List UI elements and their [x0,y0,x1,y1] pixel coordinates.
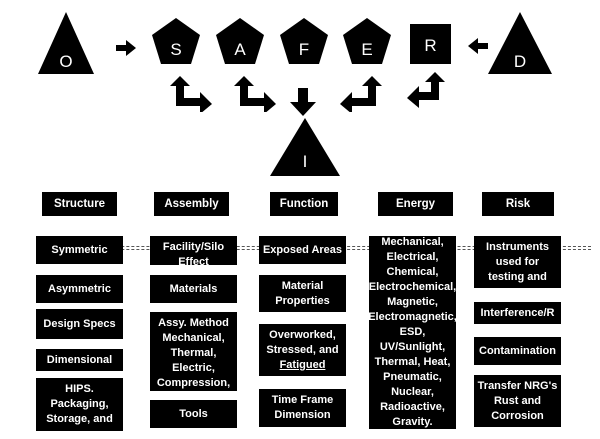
assembly-method: Assy. Method Mechanical, Thermal, Electr… [150,312,237,391]
energy-list: Mechanical, Electrical, Chemical, Electr… [369,236,456,429]
structure-design-specs: Design Specs [36,309,123,339]
bent-arrow-a-icon [234,76,276,112]
fatigued-text: Fatigued [279,358,326,371]
function-time-frame: Time Frame Dimension [259,389,346,427]
label-o: O [59,52,73,71]
arrow-right-1-icon [116,40,136,56]
triangle-i-shape [270,118,340,176]
bent-arrow-e-icon [340,76,382,112]
arrow-down-icon [290,88,316,116]
structure-symmetric: Symmetric [36,236,123,264]
assembly-facility-silo: Facility/Silo Effect [150,236,237,265]
triangle-o-shape [38,12,94,74]
arrow-left-icon [468,38,488,54]
pentagon-a-shape [216,18,264,64]
pentagon-e-shape [343,18,391,64]
function-exposed-areas: Exposed Areas [259,236,346,264]
structure-dimensional: Dimensional [36,349,123,371]
structure-hips: HIPS. Packaging, Storage, and [36,378,123,431]
header-risk: Risk [482,192,554,216]
label-d: D [513,52,527,71]
risk-transfer: Transfer NRG's Rust and Corrosion [474,375,561,427]
risk-contamination: Contamination [474,337,561,365]
assembly-tools: Tools [150,400,237,428]
triangle-d-shape [488,12,552,74]
label-e: E [361,40,373,59]
bent-arrow-r-icon [407,72,445,108]
assembly-materials: Materials [150,275,237,303]
bent-arrow-s-icon [170,76,212,112]
pentagon-f-shape [280,18,328,64]
structure-asymmetric: Asymmetric [36,275,123,303]
label-f: F [298,40,310,59]
label-a: A [234,40,246,59]
risk-instruments: Instruments used for testing and [474,236,561,288]
label-i: I [302,152,308,171]
header-structure: Structure [42,192,117,216]
risk-interference: Interference/R [474,302,561,324]
pentagon-s-shape [152,18,200,64]
header-function: Function [270,192,338,216]
header-assembly: Assembly [154,192,229,216]
header-energy: Energy [378,192,453,216]
label-r: R [424,36,437,55]
function-material-properties: Material Properties [259,275,346,312]
square-r-shape [410,24,451,64]
label-s: S [170,40,182,59]
